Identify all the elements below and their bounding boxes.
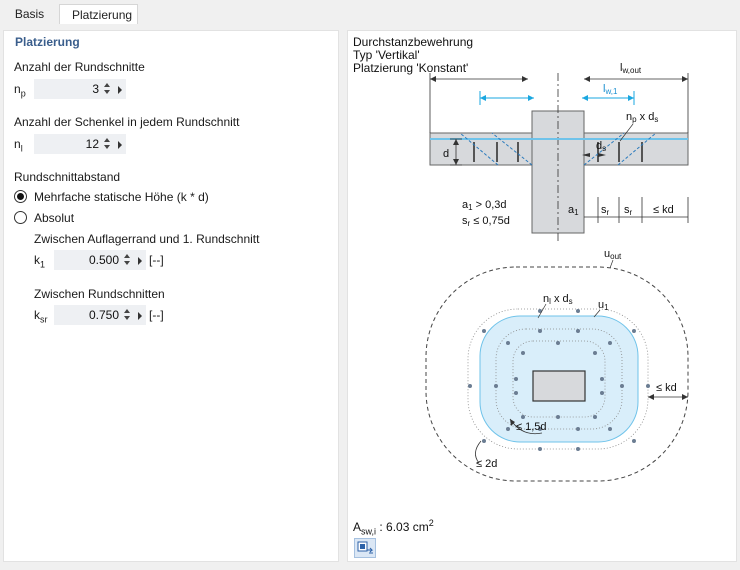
stirrups xyxy=(473,142,643,162)
diagram-settings-icon xyxy=(357,541,374,554)
info-title: Durchstanzbewehrung xyxy=(353,35,474,49)
np-symbol: np xyxy=(14,82,26,99)
tab-basis[interactable]: Basis xyxy=(0,4,59,24)
k1-value[interactable]: 0.500 xyxy=(88,253,119,267)
diagram-panel: Durchstanzbewehrung Typ 'Vertikal' Platz… xyxy=(347,30,737,562)
column-plan xyxy=(532,370,586,402)
nl-ds-label: nl x ds xyxy=(543,293,573,306)
section-title: Platzierung xyxy=(15,35,80,49)
ksr-value[interactable]: 0.750 xyxy=(88,308,119,322)
d-label: d xyxy=(443,148,449,160)
k1-symbol: k1 xyxy=(34,253,46,270)
punching-reinforcement-diagram: lw,out lw,1 np x ds d ds xyxy=(425,62,689,482)
ksr-description: Zwischen Rundschnitten xyxy=(34,287,165,301)
option-absolut-label[interactable]: Absolut xyxy=(34,211,75,225)
rundschnitte-label: Anzahl der Rundschnitte xyxy=(14,60,145,74)
outer-perimeter xyxy=(425,266,689,482)
rundschnitte-spinner[interactable]: 3 xyxy=(34,79,126,99)
info-type: Typ 'Vertikal' xyxy=(353,48,420,62)
k1-unit: [--] xyxy=(149,253,164,267)
d15-label: ≤ 1,5d xyxy=(516,421,547,433)
schenkel-label: Anzahl der Schenkel in jedem Rundschnitt xyxy=(14,115,240,129)
schenkel-value[interactable]: 12 xyxy=(85,137,99,151)
lw-out-label: lw,out xyxy=(620,62,642,75)
sr-label-1: sr xyxy=(601,204,610,217)
sr-condition: sr ≤ 0,75d xyxy=(462,215,510,228)
d2-label: ≤ 2d xyxy=(476,458,497,470)
up-down-arrows-icon[interactable] xyxy=(103,82,111,96)
ds-label: ds xyxy=(596,140,606,153)
tab-platzierung[interactable]: Platzierung xyxy=(59,4,138,24)
schenkel-spinner[interactable]: 12 xyxy=(34,134,126,154)
option-mehrfach-label[interactable]: Mehrfache statische Höhe (k * d) xyxy=(34,190,209,204)
menu-arrow-icon[interactable] xyxy=(118,141,122,149)
placement-settings-panel: Platzierung Anzahl der Rundschnitte np 3… xyxy=(3,30,339,562)
a1-condition: a1 > 0,3d xyxy=(462,199,507,212)
info-placement: Platzierung 'Konstant' xyxy=(353,61,469,75)
up-down-arrows-icon[interactable] xyxy=(103,137,111,151)
rundschnitte-value[interactable]: 3 xyxy=(92,82,99,96)
ksr-unit: [--] xyxy=(149,308,164,322)
abstand-label: Rundschnittabstand xyxy=(14,170,121,184)
lw1-label: lw,1 xyxy=(603,83,618,96)
up-down-arrows-icon[interactable] xyxy=(123,253,131,267)
k1-description: Zwischen Auflagerrand und 1. Rundschnitt xyxy=(34,232,260,246)
uout-label: uout xyxy=(604,248,622,261)
a1-label: a1 xyxy=(568,204,579,217)
kd-label: ≤ kd xyxy=(653,204,674,216)
u1-label: u1 xyxy=(598,299,609,312)
kd-plan-label: ≤ kd xyxy=(656,382,677,394)
ksr-symbol: ksr xyxy=(34,308,48,325)
k1-spinner[interactable]: 0.500 xyxy=(54,250,146,270)
radio-mehrfach[interactable] xyxy=(14,190,27,203)
menu-arrow-icon[interactable] xyxy=(138,312,142,320)
nl-symbol: nl xyxy=(14,137,23,154)
up-down-arrows-icon[interactable] xyxy=(123,308,131,322)
asw-result: Asw,i : 6.03 cm2 xyxy=(353,518,434,537)
sr-label-2: sr xyxy=(624,204,633,217)
np-ds-label: np x ds xyxy=(626,111,658,124)
menu-arrow-icon[interactable] xyxy=(138,257,142,265)
menu-arrow-icon[interactable] xyxy=(118,86,122,94)
ksr-spinner[interactable]: 0.750 xyxy=(54,305,146,325)
stirrup-dots xyxy=(468,309,650,451)
diagram-options-button[interactable] xyxy=(354,538,376,558)
tab-bar: Basis Platzierung xyxy=(0,0,740,24)
radio-absolut[interactable] xyxy=(14,211,27,224)
